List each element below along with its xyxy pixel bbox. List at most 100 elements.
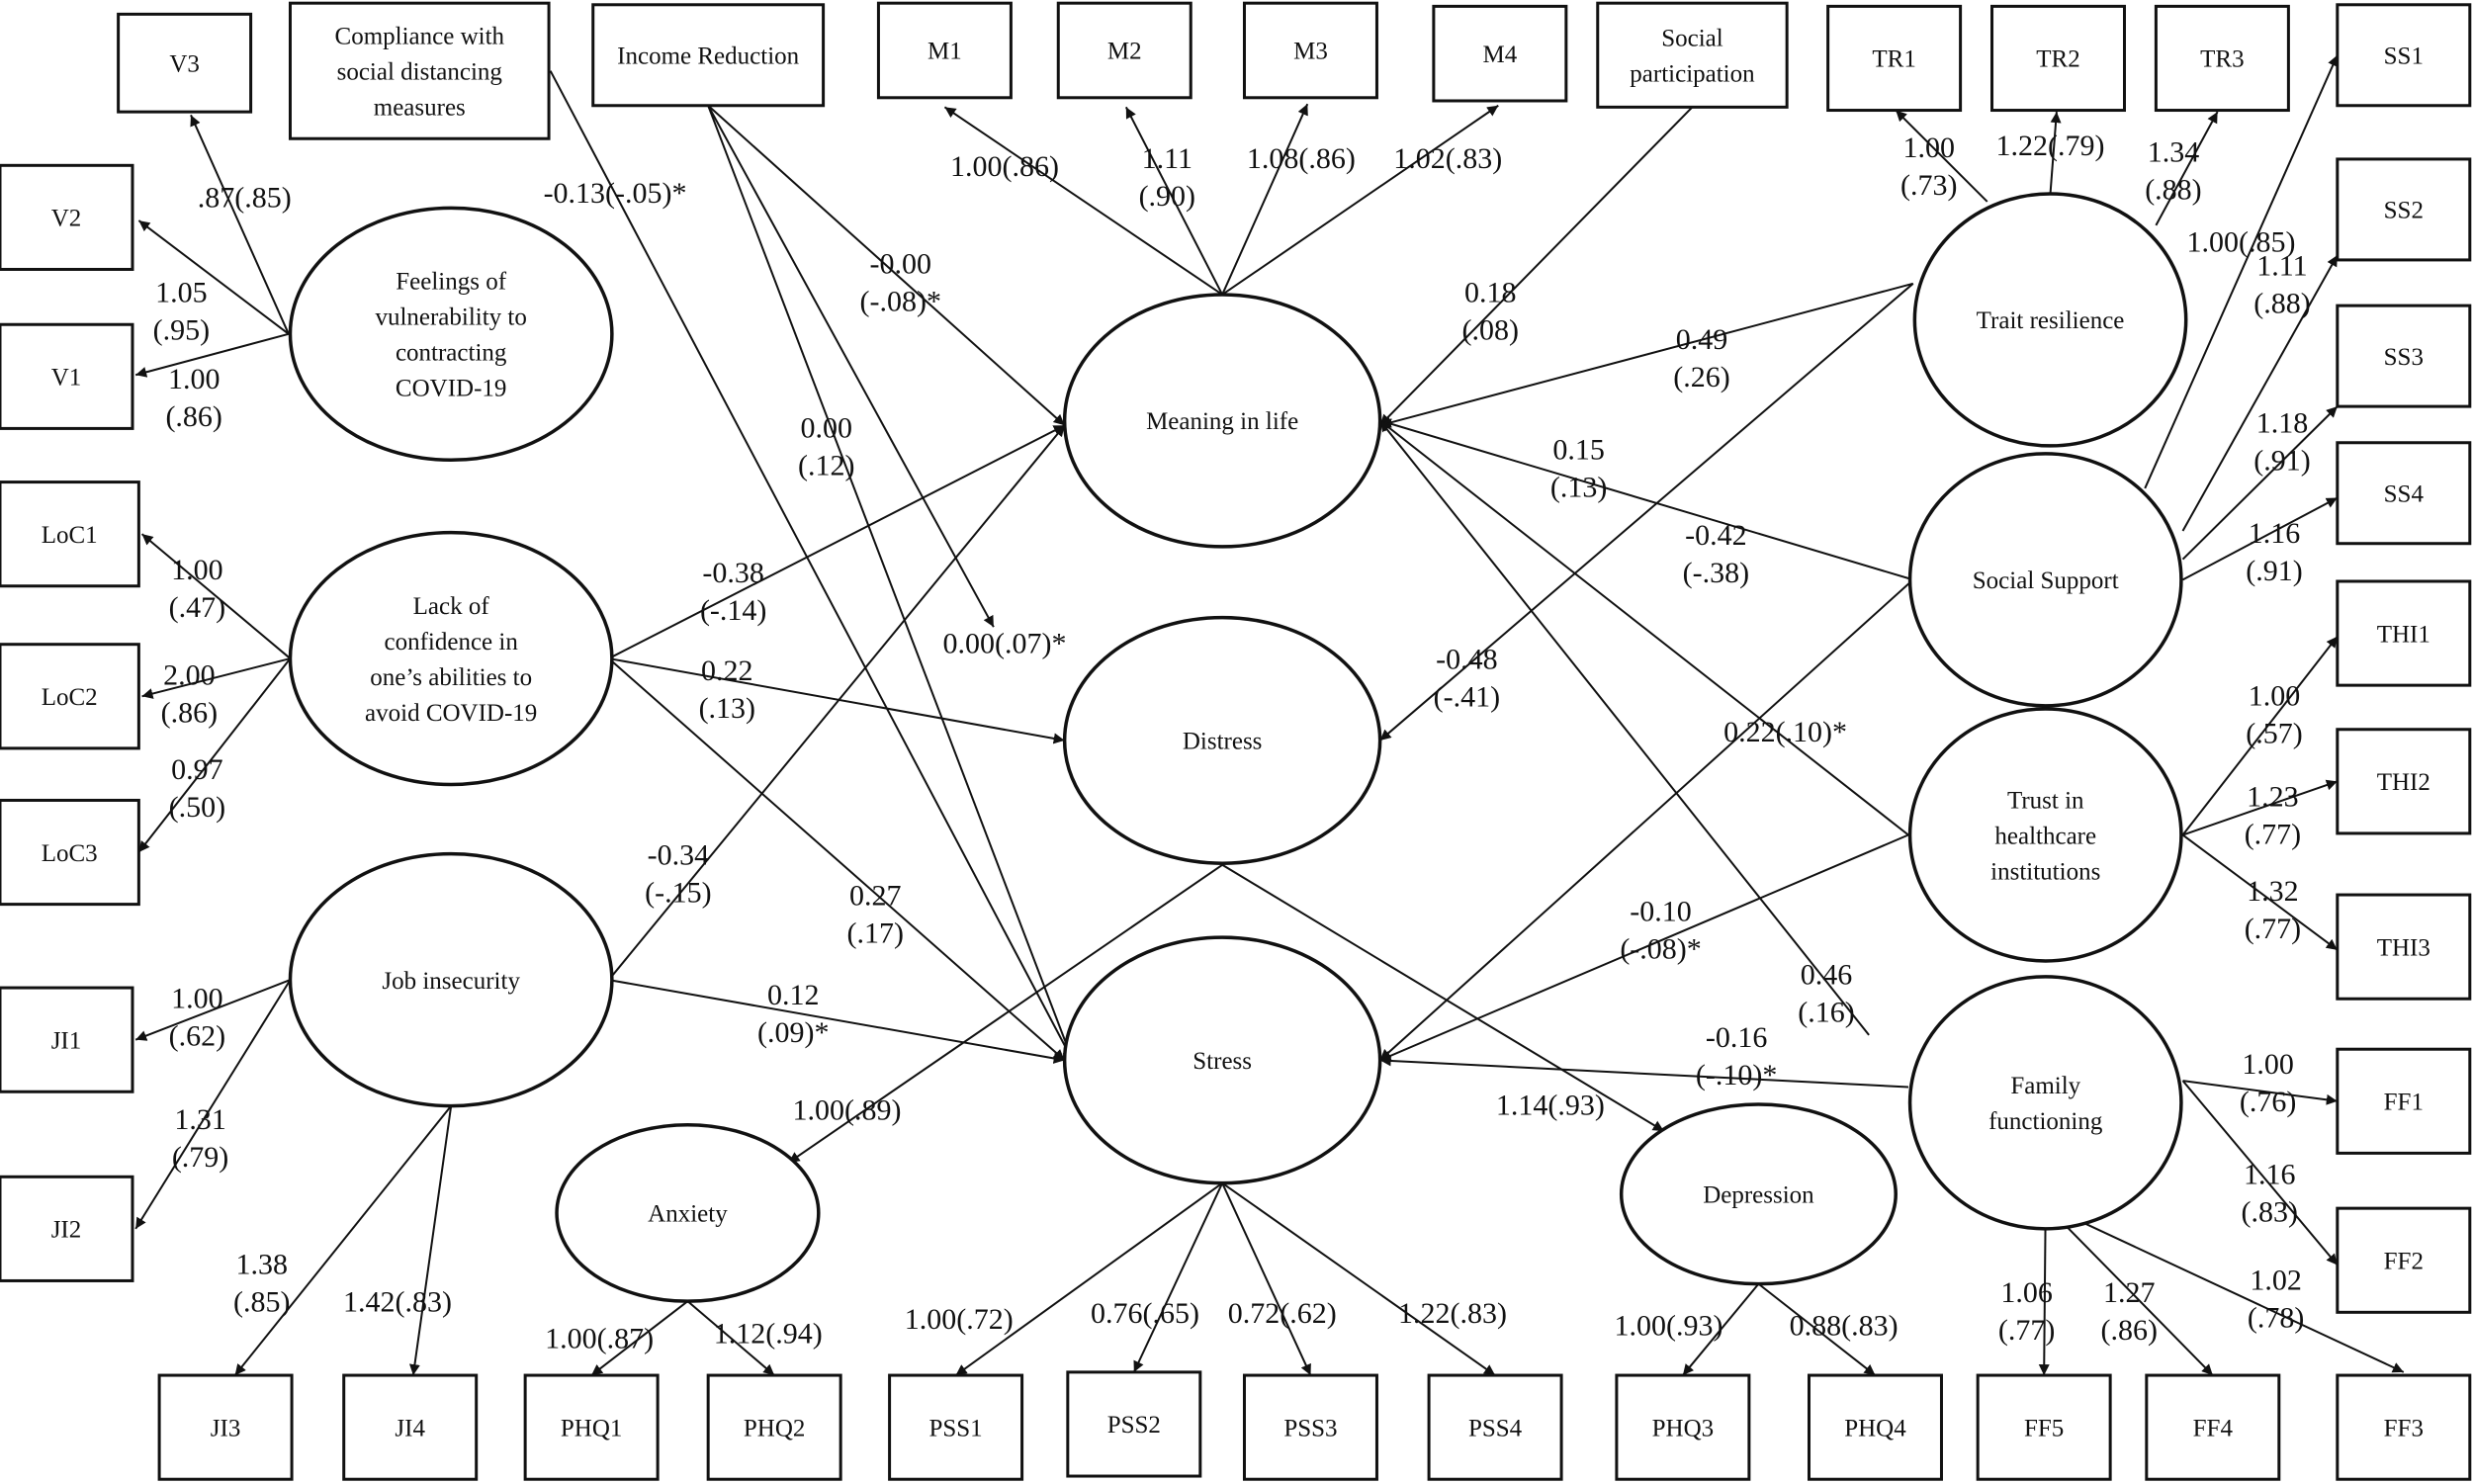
path-fam-to-ff4 bbox=[2045, 1204, 2214, 1376]
indicator-label: social distancing bbox=[337, 58, 503, 85]
coefficient-label: (.73) bbox=[1900, 169, 1957, 202]
coefficient-label: (-.08)* bbox=[1620, 933, 1701, 966]
coefficient-label: 0.88(.83) bbox=[1790, 1310, 1899, 1343]
indicator-box-v2 bbox=[0, 163, 134, 271]
indicator-label: V1 bbox=[51, 365, 82, 392]
coefficient-label: -0.00 bbox=[870, 248, 932, 281]
indicator-label: V3 bbox=[169, 50, 200, 77]
indicator-box-tr1 bbox=[1826, 4, 1963, 113]
coefficient-label: 1.16 bbox=[2244, 1159, 2296, 1191]
latent-label: vulnerability to bbox=[375, 305, 526, 331]
latent-label: Trait resilience bbox=[1977, 307, 2125, 334]
indicator-label: JI3 bbox=[211, 1415, 241, 1441]
path-job-to-mil bbox=[607, 424, 1066, 981]
coefficient-label: 1.00(.72) bbox=[905, 1303, 1014, 1336]
coefficient-label: (-.08)* bbox=[860, 286, 941, 318]
coefficient-label: (.09)* bbox=[757, 1016, 829, 1049]
indicator-label: M3 bbox=[1293, 39, 1328, 65]
indicator-box-tr3 bbox=[2154, 4, 2290, 113]
coefficient-label: (.62) bbox=[169, 1019, 225, 1052]
indicator-label: PHQ1 bbox=[561, 1415, 623, 1441]
coefficient-label: (.77) bbox=[2245, 913, 2301, 945]
latent-label: contracting bbox=[396, 340, 507, 367]
path-ir-to-dis bbox=[707, 105, 995, 628]
path-loc-to-loc3 bbox=[137, 657, 292, 853]
indicator-label: PHQ3 bbox=[1652, 1415, 1715, 1441]
path-fam-to-ff5 bbox=[2038, 1204, 2050, 1376]
coefficient-label: 0.22(.10)* bbox=[1723, 716, 1847, 748]
coefficient-label: (.88) bbox=[2253, 287, 2310, 319]
path-soc-to-str bbox=[1378, 578, 1914, 1062]
indicator-box-v3 bbox=[117, 12, 253, 114]
coefficient-label: 1.00(.89) bbox=[793, 1093, 902, 1126]
path-csd-to-str bbox=[549, 70, 1074, 1061]
coefficient-label: 2.00 bbox=[163, 659, 216, 692]
coefficient-label: 1.00(.86) bbox=[950, 150, 1059, 183]
indicator-box-tr2 bbox=[1990, 4, 2126, 113]
path-ir-to-mil bbox=[707, 105, 1066, 426]
path-fam-to-mil bbox=[1378, 419, 1870, 1036]
path-ir-to-str bbox=[707, 105, 1074, 1061]
indicator-box-ff4 bbox=[2145, 1373, 2281, 1481]
indicator-box-thi1 bbox=[2336, 579, 2472, 687]
path-loc-to-mil bbox=[608, 424, 1066, 659]
indicator-label: PHQ4 bbox=[1844, 1415, 1906, 1441]
coefficient-label: 1.22(.79) bbox=[1996, 130, 2105, 162]
coefficient-label: 1.12(.94) bbox=[714, 1318, 823, 1351]
coefficient-label: 1.42(.83) bbox=[343, 1286, 452, 1319]
coefficient-label: (.26) bbox=[1673, 361, 1729, 393]
indicator-label: LoC3 bbox=[42, 840, 98, 867]
coefficient-label: 0.22 bbox=[701, 655, 753, 687]
indicator-box-ff1 bbox=[2336, 1047, 2472, 1155]
coefficient-label: 0.18 bbox=[1464, 276, 1517, 308]
coefficient-label: 1.00 bbox=[171, 554, 223, 586]
path-loc-to-loc1 bbox=[140, 533, 292, 659]
coefficient-label: 1.00 bbox=[171, 982, 223, 1014]
indicator-label: PSS1 bbox=[928, 1415, 982, 1441]
indicator-label: PSS3 bbox=[1283, 1415, 1337, 1441]
indicator-box-ss4 bbox=[2336, 441, 2472, 546]
indicator-label: PSS2 bbox=[1107, 1412, 1161, 1439]
path-trs-to-mil bbox=[1379, 282, 1914, 428]
latent-ellipse-job-insecurity bbox=[288, 851, 614, 1108]
coefficient-label: 1.32 bbox=[2247, 875, 2299, 908]
path-soc-to-ss2 bbox=[2181, 254, 2339, 532]
path-vul-to-v1 bbox=[134, 332, 290, 378]
indicator-label: SS4 bbox=[2384, 480, 2425, 507]
indicator-label: M4 bbox=[1483, 42, 1518, 68]
indicator-label: JI2 bbox=[51, 1217, 82, 1244]
indicator-label: PSS4 bbox=[1468, 1415, 1523, 1441]
indicator-box-ji2 bbox=[0, 1175, 134, 1282]
coefficient-label: 0.00 bbox=[801, 411, 853, 444]
indicator-label: LoC1 bbox=[42, 522, 98, 549]
coefficient-label: 0.76(.65) bbox=[1091, 1297, 1199, 1330]
coefficient-label: 1.00 bbox=[1902, 131, 1955, 164]
coefficient-label: (.17) bbox=[846, 917, 903, 950]
coefficient-label: 0.49 bbox=[1676, 323, 1728, 356]
indicator-label: M2 bbox=[1107, 39, 1142, 65]
latent-label: one’s abilities to bbox=[370, 664, 532, 691]
coefficient-label: (.77) bbox=[1998, 1314, 2055, 1347]
indicator-box-m4 bbox=[1432, 4, 1568, 103]
coefficient-label: (.86) bbox=[161, 697, 218, 730]
latent-label: avoid COVID-19 bbox=[365, 700, 537, 727]
indicator-label: FF1 bbox=[2384, 1090, 2424, 1116]
latent-ellipse-distress bbox=[1062, 615, 1382, 865]
coefficient-label: 1.00 bbox=[168, 363, 221, 395]
latent-ellipse-stress bbox=[1062, 935, 1382, 1185]
indicator-label: TR3 bbox=[2200, 46, 2244, 73]
indicator-box-sp bbox=[1596, 1, 1789, 109]
coefficient-label: 1.00(.87) bbox=[545, 1322, 654, 1354]
coefficient-label: (.12) bbox=[798, 449, 854, 481]
indicator-box-pss4 bbox=[1427, 1373, 1563, 1481]
path-mil-to-m4 bbox=[1221, 104, 1499, 296]
indicator-box-pss3 bbox=[1242, 1373, 1378, 1481]
path-mil-to-m1 bbox=[943, 106, 1223, 296]
path-loc-to-str bbox=[608, 657, 1066, 1062]
coefficient-label: (.86) bbox=[2101, 1314, 2158, 1347]
indicator-box-ff2 bbox=[2336, 1206, 2472, 1314]
coefficient-label: (.13) bbox=[1550, 472, 1607, 504]
latent-ellipse-feelings-of-vulnerability-to-contracting-covid-19 bbox=[288, 206, 614, 463]
coefficient-label: (-.41) bbox=[1434, 681, 1500, 714]
coefficient-label: (-.14) bbox=[700, 594, 766, 627]
